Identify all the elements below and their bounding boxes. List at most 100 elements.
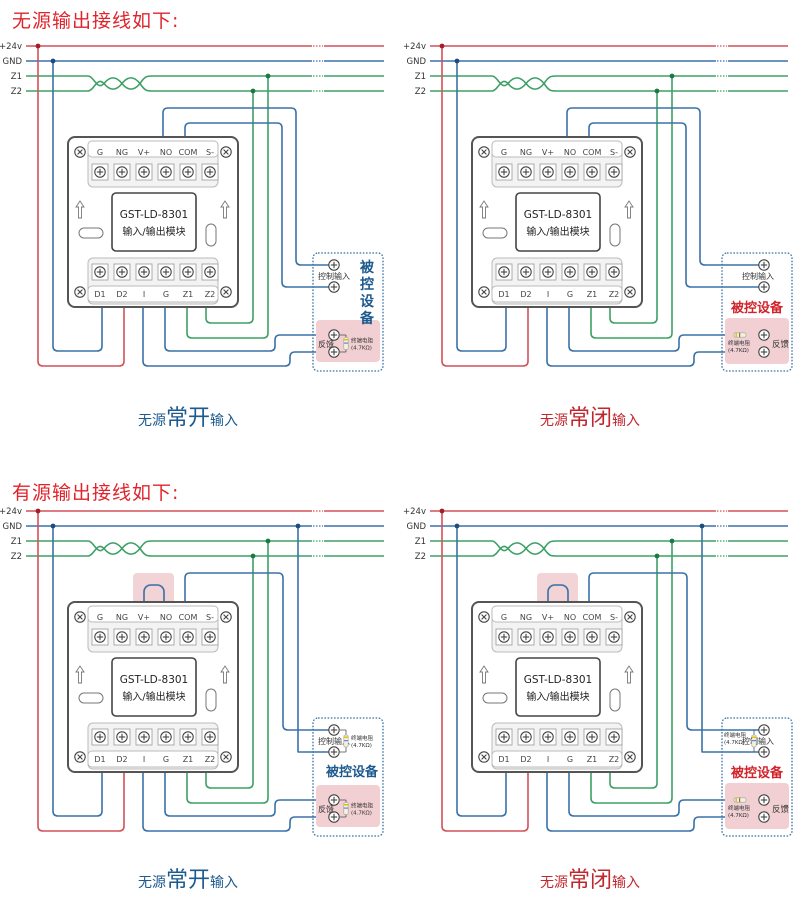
wire-com-to-control: [588, 122, 764, 288]
terminal-screw-icon: [564, 266, 576, 278]
terminal-screw-icon: [160, 166, 172, 178]
device-title-char: 控: [360, 276, 374, 293]
terminal-screw-icon: [328, 259, 340, 271]
screw-slot: [77, 289, 83, 295]
terminal-screw-icon: [608, 731, 620, 743]
terminal-screw-icon: [182, 731, 194, 743]
bottom-terminal-label: I: [547, 755, 549, 764]
bottom-terminal-label: D1: [94, 290, 105, 299]
mounting-screw-icon: [478, 286, 490, 298]
wire-gnd-to-d1: [52, 61, 103, 352]
top-label-strip: [491, 605, 623, 623]
caption-active-nc: 无源常闭输入: [540, 862, 640, 894]
terminal-screw-icon: [116, 166, 128, 178]
top-terminal-label: COM: [179, 613, 198, 622]
top-terminal-label: G: [501, 148, 507, 157]
bus-label-Z2: Z2: [11, 87, 22, 97]
top-terminal-label: COM: [179, 148, 198, 157]
mounting-screw-icon: [220, 146, 232, 158]
wire-z1: [186, 541, 269, 804]
terminal-screw-icon: [758, 346, 770, 358]
junction-dot: [439, 508, 445, 514]
wire-no-to-control: [162, 107, 334, 266]
bottom-terminal-label: D2: [116, 290, 127, 299]
terminal-screw-icon: [520, 631, 532, 643]
bus-label-GND: GND: [407, 57, 427, 67]
mounting-screw-icon: [624, 611, 636, 623]
feedback-highlight: [725, 783, 789, 829]
caption-passive-nc: 无源常闭输入: [540, 400, 640, 432]
resistor-label: 终端电阻: [728, 804, 751, 812]
mounting-slot-horizontal: [78, 227, 104, 239]
wire-gnd-to-d1: [52, 526, 103, 817]
terminal-screw-icon: [204, 731, 216, 743]
screw-slot: [223, 149, 229, 155]
terminal-screw-icon: [498, 631, 510, 643]
wire-i-to-feedback: [546, 300, 764, 367]
terminal-screw-icon: [116, 731, 128, 743]
screw-slot: [77, 614, 83, 620]
module-model: GST-LD-8301: [524, 209, 593, 221]
device-boundary: [312, 252, 384, 372]
resistor-label: 终端电阻: [351, 734, 374, 742]
bottom-label-strip: [87, 750, 219, 768]
terminal-screw-icon: [542, 631, 554, 643]
junction-dot: [35, 43, 41, 49]
control-input-label: 控制输入: [318, 736, 350, 746]
wire-com-to-control: [184, 122, 334, 288]
module-model: GST-LD-8301: [120, 209, 189, 221]
screw-slot: [627, 149, 633, 155]
resistor-label: 终端电阻: [724, 731, 747, 739]
mounting-slot-vertical: [205, 688, 217, 712]
device-boundary: [721, 717, 793, 837]
device-title: 被控设备: [730, 300, 784, 316]
bottom-terminal-label: G: [567, 755, 573, 764]
terminal-screw-icon: [586, 631, 598, 643]
up-arrow-icon: [220, 200, 230, 219]
screw-slot: [481, 614, 487, 620]
terminal-screw-icon: [328, 811, 340, 823]
module-label-window: [515, 657, 601, 717]
module-model: GST-LD-8301: [524, 674, 593, 686]
top-terminal-label: V+: [138, 613, 150, 622]
top-terminal-label: V+: [542, 613, 554, 622]
module-name: 输入/输出模块: [122, 690, 185, 703]
terminal-screw-icon: [564, 166, 576, 178]
caption-big: 常开: [166, 406, 211, 431]
resistor-value: (4.7KΩ): [728, 348, 749, 354]
bus-label-Z1: Z1: [11, 72, 22, 82]
wire-z2: [609, 556, 658, 789]
caption-pre: 无源: [540, 413, 568, 429]
terminal-screw-icon: [520, 166, 532, 178]
junction-dot: [454, 58, 460, 64]
mounting-screw-icon: [478, 751, 490, 763]
wire-com-to-control: [588, 572, 764, 731]
resistor-band: [343, 807, 349, 809]
terminal-screw-icon: [758, 746, 770, 758]
bus-line-z2: [26, 542, 312, 557]
feedback-label: 反馈: [318, 339, 334, 349]
screw-slot: [481, 289, 487, 295]
screw-slot: [627, 754, 633, 760]
terminal-screw-icon: [328, 724, 340, 736]
module-label-window: [515, 192, 601, 252]
terminal-screw-icon: [138, 266, 150, 278]
resistor-value: (4.7KΩ): [351, 811, 372, 817]
terminal-screw-icon: [116, 631, 128, 643]
mounting-screw-icon: [220, 611, 232, 623]
bottom-terminal-label: G: [163, 290, 169, 299]
bus-label-GND: GND: [3, 522, 23, 532]
wire-z2: [205, 91, 254, 324]
caption-post: 输入: [612, 413, 641, 429]
bus-label-plus24v: +24v: [0, 507, 22, 517]
device-title-char: 备: [359, 310, 375, 327]
bus-line-z2: [430, 77, 716, 92]
terminal-screw-icon: [758, 259, 770, 271]
resistor-band: [343, 339, 349, 341]
screw-slot: [223, 754, 229, 760]
terminal-screw-icon: [160, 631, 172, 643]
